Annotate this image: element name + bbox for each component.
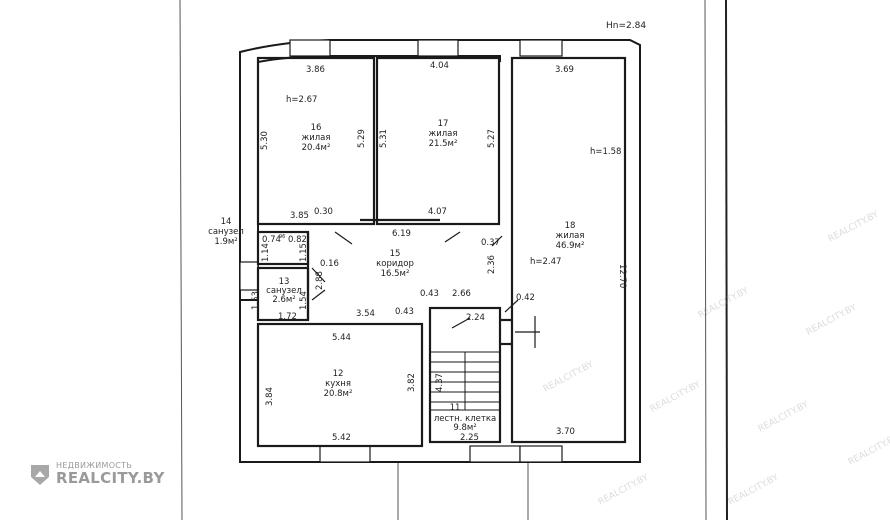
room-17-area: 21.5м² (429, 139, 458, 149)
staircase (430, 351, 500, 411)
dim-386: 3.86 (306, 65, 325, 75)
dim-384: 3.84 (265, 387, 275, 406)
room-12-name: кухня (325, 379, 351, 389)
dim-1270: 12.70 (617, 264, 627, 288)
brand-small-text: НЕДВИЖИМОСТЬ (56, 461, 133, 470)
dim-043b: 0.43 (395, 307, 414, 317)
dimensions: 3.86 4.04 3.69 5.30 5.29 5.31 5.27 3.85 … (251, 61, 627, 443)
dim-437: 4.37 (435, 373, 445, 392)
dim-042: 0.42 (516, 293, 535, 303)
room-18-height: h=2.47 (530, 257, 561, 267)
dim-288: 2.88 (315, 271, 325, 290)
dim-542: 5.42 (332, 433, 351, 443)
room-16-area: 20.4м² (302, 143, 331, 153)
room-18-name: жилая (556, 231, 585, 241)
dim-529: 5.29 (357, 129, 367, 148)
room-17-name: жилая (429, 129, 458, 139)
room-11-name: лестн. клетка (434, 414, 496, 424)
brand-big-text: REALCITY.BY (56, 469, 165, 487)
sheet-border-left (179, 0, 183, 520)
room-12-id: 12 (333, 369, 344, 379)
dim-153: 1.53 (251, 291, 261, 310)
watermark-3: REALCITY.BY (542, 360, 596, 395)
dim-172: 1.72 (278, 312, 297, 322)
dim-037: 0.37 (481, 238, 500, 248)
dim-224: 2.24 (466, 313, 485, 323)
dim-530: 5.30 (260, 131, 270, 150)
dim-531: 5.31 (379, 129, 389, 148)
room-15-area: 16.5м² (381, 269, 410, 279)
dim-370: 3.70 (556, 427, 575, 437)
dim-619: 6.19 (392, 229, 411, 239)
header-height-label: Hn=2.84 (606, 21, 646, 31)
room-14-name: санузел (208, 227, 244, 237)
room-11-id: 11 (450, 403, 461, 413)
dim-369: 3.69 (555, 65, 574, 75)
dim-030: 0.30 (314, 207, 333, 217)
dim-407: 4.07 (428, 207, 447, 217)
dim-225: 2.25 (460, 433, 479, 443)
room-15-id: 15 (390, 249, 401, 259)
room-16-height: h=2.67 (286, 95, 317, 105)
dim-043a: 0.43 (420, 289, 439, 299)
room-15-name: коридор (376, 259, 414, 269)
room-18-height-2: h=1.58 (590, 147, 621, 157)
dim-082: 0.82 (288, 235, 307, 245)
sheet-border-right-2 (725, 0, 728, 520)
realcity-logo-icon (31, 465, 49, 485)
dim-114: 1.14 (261, 243, 271, 262)
dim-354: 3.54 (356, 309, 375, 319)
room-13-area: 2.6м² (272, 295, 295, 305)
dim-404: 4.04 (430, 61, 449, 71)
dim-016: 0.16 (320, 259, 339, 269)
dim-154: 1.54 (299, 291, 309, 310)
room-16-id: 16 (311, 123, 322, 133)
windows (239, 39, 563, 463)
door-swings (311, 231, 540, 348)
room-12-area: 20.8м² (324, 389, 353, 399)
watermark-1: REALCITY.BY (805, 303, 859, 338)
watermark-7: REALCITY.BY (597, 473, 651, 508)
dim-544: 5.44 (332, 333, 351, 343)
room-13-name: санузел (266, 286, 302, 296)
room-17-id: 17 (438, 119, 449, 129)
room-13-id: 13 (279, 277, 290, 287)
room-11-area: 9.8м² (453, 423, 476, 433)
room-14-id: 14 (221, 217, 232, 227)
dim-236: 2.36 (487, 255, 497, 274)
room-16-name: жилая (302, 133, 331, 143)
watermark-2: REALCITY.BY (697, 286, 751, 321)
watermark-6: REALCITY.BY (827, 210, 881, 245)
room-18-id: 18 (565, 221, 576, 231)
room-18-area: 46.9м² (556, 241, 585, 251)
interior-walls (256, 56, 627, 448)
dim-527: 5.27 (487, 129, 497, 148)
watermark-5: REALCITY.BY (757, 400, 811, 435)
dim-074: 0.74 (262, 235, 281, 245)
watermark-4: REALCITY.BY (649, 380, 703, 415)
dim-385: 3.85 (290, 211, 309, 221)
dim-096: 96 (279, 234, 285, 240)
room-14-area: 1.9м² (214, 237, 237, 247)
sheet-border-right (704, 0, 707, 520)
watermark-9: REALCITY.BY (847, 433, 890, 468)
dim-266: 2.66 (452, 289, 471, 299)
dim-382: 3.82 (407, 373, 417, 392)
watermark-8: REALCITY.BY (727, 473, 781, 508)
dim-115: 1.15 (299, 243, 309, 262)
